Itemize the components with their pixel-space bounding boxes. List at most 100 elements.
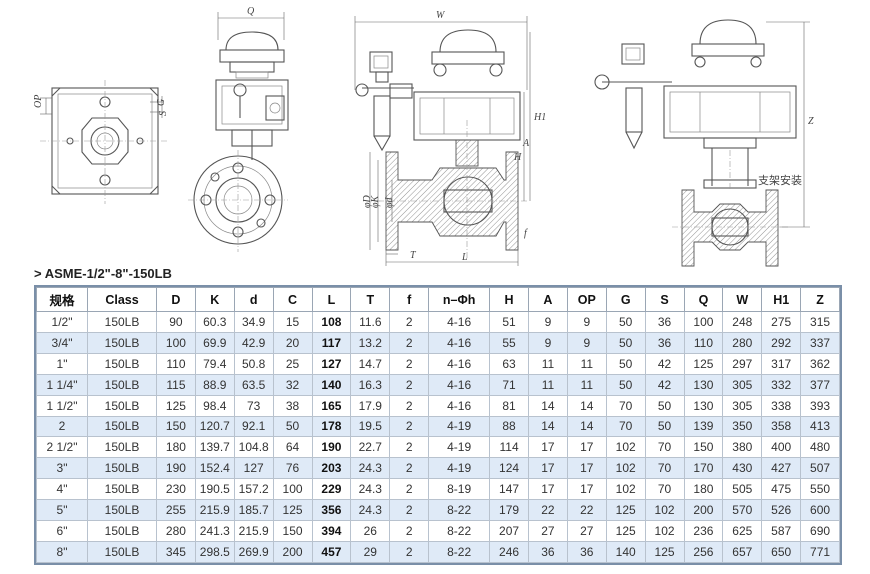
table-cell: 24.3 — [350, 499, 391, 522]
table-cell: 140 — [605, 540, 646, 564]
table-cell: 124 — [489, 457, 529, 480]
table-cell: 50 — [644, 394, 685, 417]
side-view-drawing: Q — [188, 6, 289, 252]
table-cell: 88.9 — [194, 373, 235, 396]
table-cell: 4-19 — [428, 436, 491, 459]
table-cell: 430 — [722, 457, 763, 480]
table-cell: 255 — [156, 499, 196, 522]
table-cell: 110 — [156, 352, 196, 375]
table-cell: 115 — [156, 373, 196, 396]
table-cell: 114 — [489, 436, 529, 459]
table-cell: 9 — [528, 331, 568, 354]
table-cell: 17 — [528, 457, 568, 480]
table-cell: 2 — [389, 394, 430, 417]
label-dd: φd — [384, 196, 395, 208]
column-header: f — [389, 287, 430, 312]
table-cell: 70 — [644, 478, 685, 501]
table-cell: 4-16 — [428, 352, 491, 375]
table-cell: 6" — [36, 520, 88, 542]
table-cell: 16.3 — [350, 373, 391, 396]
table-cell: 690 — [800, 520, 840, 542]
table-cell: 236 — [683, 520, 724, 542]
label-h1: H1 — [533, 112, 546, 123]
label-k: φK — [370, 194, 381, 208]
table-cell: 108 — [311, 311, 352, 333]
table-cell: 2 — [389, 540, 430, 564]
table-cell: 14 — [528, 394, 568, 417]
table-cell: 190 — [311, 436, 352, 459]
table-cell: 427 — [761, 457, 802, 480]
table-cell: 150LB — [87, 457, 157, 480]
label-s: S — [158, 111, 169, 116]
table-cell: 22 — [528, 499, 568, 522]
table-cell: 13.2 — [350, 331, 391, 354]
table-cell: 34.9 — [233, 311, 274, 333]
table-cell: 3/4" — [36, 331, 88, 354]
table-cell: 150LB — [87, 478, 157, 501]
table-cell: 2 1/2" — [36, 436, 88, 459]
table-cell: 394 — [311, 520, 352, 542]
table-cell: 150LB — [87, 415, 157, 438]
table-cell: 315 — [800, 311, 840, 333]
table-cell: 24.3 — [350, 457, 391, 480]
table-cell: 127 — [233, 457, 274, 480]
table-cell: 150LB — [87, 352, 157, 375]
table-cell: 20 — [272, 331, 313, 354]
table-cell: 27 — [528, 520, 568, 542]
table-cell: 50 — [605, 331, 646, 354]
table-cell: 42 — [644, 352, 685, 375]
table-cell: 9 — [566, 311, 607, 333]
table-cell: 55 — [489, 331, 529, 354]
column-header: C — [272, 287, 313, 312]
table-cell: 269.9 — [233, 540, 274, 564]
table-cell: 362 — [800, 352, 840, 375]
table-cell: 280 — [156, 520, 196, 542]
table-cell: 36 — [644, 331, 685, 354]
table-cell: 1 1/4" — [36, 373, 88, 396]
table-cell: 29 — [350, 540, 391, 564]
table-cell: 650 — [761, 540, 802, 564]
table-cell: 150LB — [87, 331, 157, 354]
table-cell: 275 — [761, 311, 802, 333]
table-cell: 42.9 — [233, 331, 274, 354]
table-cell: 356 — [311, 499, 352, 522]
table-cell: 2 — [389, 331, 430, 354]
table-cell: 150LB — [87, 499, 157, 522]
table-cell: 90 — [156, 311, 196, 333]
table-cell: 22 — [566, 499, 607, 522]
table-cell: 587 — [761, 520, 802, 542]
label-z: Z — [808, 116, 814, 127]
table-cell: 8-19 — [428, 478, 491, 501]
table-cell: 1" — [36, 352, 88, 375]
table-cell: 1/2" — [36, 311, 88, 333]
table-cell: 505 — [722, 478, 763, 501]
label-op: OP — [33, 95, 44, 108]
table-cell: 292 — [761, 331, 802, 354]
table-cell: 102 — [605, 478, 646, 501]
table-cell: 36 — [566, 540, 607, 564]
table-cell: 127 — [311, 352, 352, 375]
table-cell: 14 — [566, 394, 607, 417]
table-cell: 125 — [683, 352, 724, 375]
table-cell: 102 — [644, 499, 685, 522]
table-cell: 14.7 — [350, 352, 391, 375]
table-cell: 110 — [683, 331, 724, 354]
table-cell: 17 — [566, 478, 607, 501]
table-cell: 17 — [566, 436, 607, 459]
table-cell: 170 — [683, 457, 724, 480]
table-cell: 298.5 — [194, 540, 235, 564]
table-cell: 76 — [272, 457, 313, 480]
table-cell: 413 — [800, 415, 840, 438]
label-h: H — [513, 152, 522, 163]
table-cell: 11 — [528, 352, 568, 375]
table-cell: 4-19 — [428, 457, 491, 480]
column-header: Z — [800, 287, 840, 312]
table-cell: 3" — [36, 457, 88, 480]
table-cell: 125 — [605, 520, 646, 542]
